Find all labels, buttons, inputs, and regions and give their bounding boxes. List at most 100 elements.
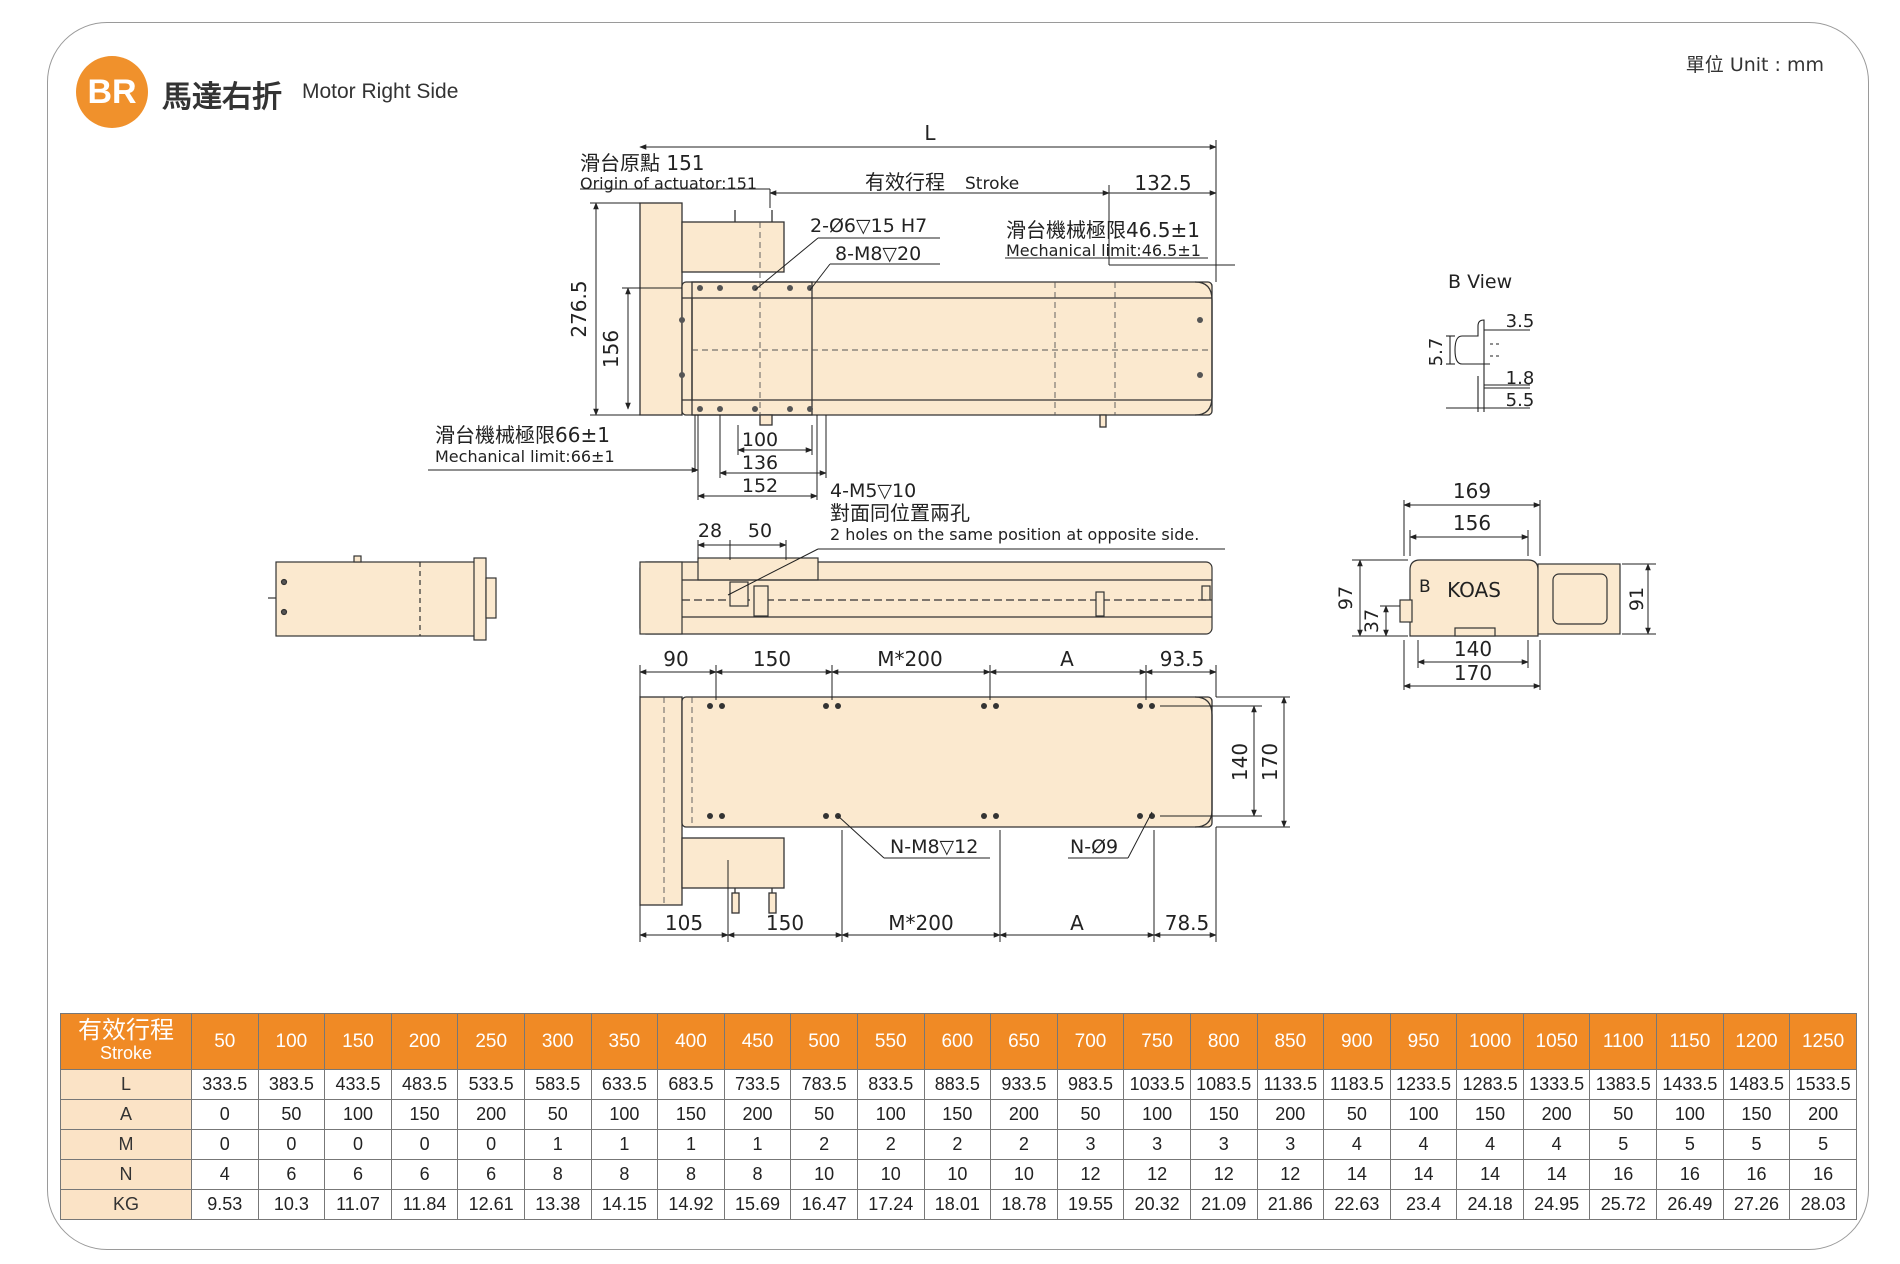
stroke-header-value: 300 (523, 1013, 592, 1070)
table-cell: 583.5 (523, 1069, 592, 1100)
hole-spec-n-m8: N-M8▽12 (890, 836, 978, 858)
origin-label-cn: 滑台原點 151 (580, 151, 705, 175)
table-cell: 150 (390, 1099, 459, 1130)
table-cell: 50 (523, 1099, 592, 1130)
dim-bottom-3: M*200 (888, 911, 953, 935)
stroke-header-value: 200 (390, 1013, 459, 1070)
dim-top-3: M*200 (877, 647, 942, 671)
table-cell: 10 (990, 1159, 1058, 1190)
dim-37: 37 (1361, 609, 1383, 633)
table-cell: 0 (191, 1129, 259, 1160)
table-cell: 5 (1789, 1129, 1857, 1160)
dim-28: 28 (698, 520, 722, 542)
table-cell: 200 (1789, 1099, 1857, 1130)
table-cell: 16.47 (790, 1189, 858, 1220)
table-cell: 11.07 (324, 1189, 392, 1220)
table-cell: 19.55 (1056, 1189, 1125, 1220)
dim-3-5: 3.5 (1506, 311, 1535, 332)
stroke-header-value: 450 (723, 1013, 792, 1070)
dim-1-8: 1.8 (1506, 368, 1535, 389)
dim-91: 91 (1626, 587, 1648, 611)
unit-label: 單位 Unit : mm (1685, 54, 1824, 76)
opposite-holes-en: 2 holes on the same position at opposite… (830, 525, 1199, 544)
table-cell: 18.78 (990, 1189, 1058, 1220)
dim-5-7: 5.7 (1426, 338, 1447, 367)
table-cell: 533.5 (457, 1069, 525, 1100)
table-cell: 6 (257, 1159, 326, 1190)
dim-l-label: L (924, 121, 936, 145)
dim-169: 169 (1453, 479, 1491, 503)
table-cell: 150 (1456, 1099, 1524, 1130)
table-cell: 3 (1056, 1129, 1125, 1160)
table-cell: 50 (1056, 1099, 1125, 1130)
table-cell: 983.5 (1056, 1069, 1125, 1100)
stroke-header-value: 1100 (1589, 1013, 1658, 1070)
page-frame (47, 22, 1869, 1250)
dim-97: 97 (1335, 586, 1357, 610)
table-cell: 100 (590, 1099, 659, 1130)
table-cell: 3 (1256, 1129, 1325, 1160)
table-cell: 14.15 (590, 1189, 659, 1220)
table-cell: 2 (923, 1129, 992, 1160)
end-view (1399, 559, 1621, 637)
table-cell: 21.86 (1256, 1189, 1325, 1220)
table-cell: 200 (990, 1099, 1058, 1130)
stroke-header-value: 800 (1189, 1013, 1258, 1070)
table-cell: 1 (723, 1129, 792, 1160)
dim-170-vertical: 170 (1258, 743, 1282, 781)
table-cell: 1083.5 (1189, 1069, 1258, 1100)
table-cell: 333.5 (191, 1069, 259, 1100)
dim-132-5: 132.5 (1134, 171, 1191, 195)
table-cell: 50 (1589, 1099, 1658, 1130)
table-cell: 2 (856, 1129, 925, 1160)
table-cell: 8 (523, 1159, 592, 1190)
stroke-header-value: 1250 (1789, 1013, 1857, 1070)
table-cell: 10.3 (257, 1189, 326, 1220)
dim-140-horizontal: 140 (1454, 637, 1492, 661)
table-cell: 1233.5 (1389, 1069, 1458, 1100)
stroke-header-value: 550 (856, 1013, 925, 1070)
table-cell: 733.5 (723, 1069, 792, 1100)
stroke-header-cell: 有效行程 Stroke (60, 1013, 192, 1070)
table-cell: 26.49 (1656, 1189, 1724, 1220)
table-cell: 1133.5 (1256, 1069, 1325, 1100)
dim-136: 136 (742, 452, 778, 474)
table-cell: 4 (1456, 1129, 1524, 1160)
hole-spec-2: 8-M8▽20 (835, 243, 921, 265)
stroke-header-value: 1000 (1456, 1013, 1524, 1070)
table-cell: 12.61 (457, 1189, 525, 1220)
dim-bottom-2: 150 (766, 911, 804, 935)
top-view (639, 202, 1213, 428)
side-view-small (268, 555, 497, 641)
table-cell: 200 (723, 1099, 792, 1130)
stroke-header-value: 50 (191, 1013, 259, 1070)
row-label: A (60, 1099, 192, 1130)
technical-drawing: L 滑台原點 151 Origin of actuator:151 有效行程 S… (268, 121, 1656, 942)
table-cell: 50 (1323, 1099, 1391, 1130)
table-cell: 50 (257, 1099, 326, 1130)
table-cell: 8 (590, 1159, 659, 1190)
mech-limit-left-cn: 滑台機械極限66±1 (435, 423, 610, 447)
table-cell: 1 (657, 1129, 725, 1160)
plan-bottom-dimensions: 105 150 M*200 A 78.5 (665, 911, 1209, 935)
table-cell: 683.5 (657, 1069, 725, 1100)
table-cell: 16 (1722, 1159, 1791, 1190)
table-cell: 1433.5 (1656, 1069, 1724, 1100)
table-cell: 1533.5 (1789, 1069, 1857, 1100)
table-cell: 0 (457, 1129, 525, 1160)
row-label: M (60, 1129, 192, 1160)
table-cell: 1283.5 (1456, 1069, 1524, 1100)
table-cell: 200 (1256, 1099, 1325, 1130)
stroke-header-value: 900 (1323, 1013, 1391, 1070)
table-cell: 933.5 (990, 1069, 1058, 1100)
hole-spec-3: 4-M5▽10 (830, 480, 916, 502)
table-cell: 8 (657, 1159, 725, 1190)
dim-156-vertical: 156 (599, 330, 623, 368)
stroke-label-en: Stroke (965, 174, 1019, 194)
table-cell: 14 (1456, 1159, 1524, 1190)
table-cell: 1183.5 (1323, 1069, 1391, 1100)
table-cell: 25.72 (1589, 1189, 1658, 1220)
page-title-en: Motor Right Side (302, 80, 459, 103)
